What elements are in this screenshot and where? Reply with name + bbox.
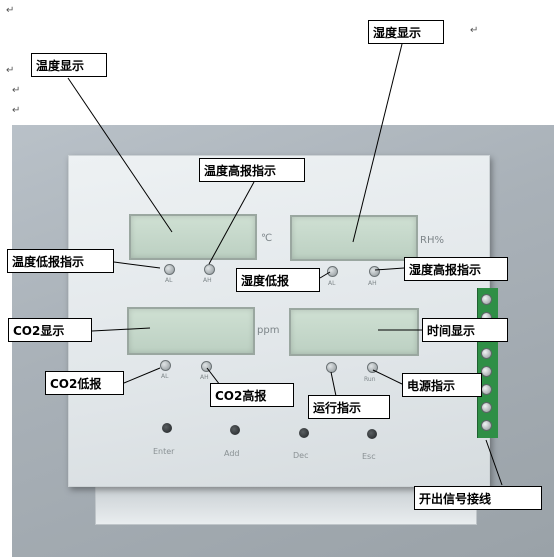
temp-unit: ℃	[261, 233, 273, 244]
led-label: AH	[200, 374, 209, 381]
callout-co2-low-alarm: CO2低报	[45, 371, 124, 395]
esc-button[interactable]	[367, 429, 377, 439]
led-label: AL	[328, 280, 336, 287]
paragraph-mark: ↵	[12, 105, 21, 116]
humidity-lcd	[290, 215, 418, 261]
enter-button-label: Enter	[153, 447, 175, 456]
dec-button[interactable]	[299, 428, 309, 438]
callout-humidity-high-alarm: 湿度高报指示	[404, 257, 508, 281]
terminal-screw	[481, 366, 492, 377]
co2-unit: ppm	[257, 325, 280, 336]
callout-temp-high-alarm: 温度高报指示	[199, 158, 305, 182]
terminal-screw	[481, 294, 492, 305]
paragraph-mark: ↵	[12, 85, 21, 96]
terminal-screw	[481, 420, 492, 431]
terminal-screw	[481, 348, 492, 359]
callout-humidity-low-alarm: 湿度低报	[236, 268, 320, 292]
led-label: AH	[368, 280, 377, 287]
dec-button-label: Dec	[293, 451, 309, 460]
paragraph-mark: ↵	[6, 5, 15, 16]
callout-temp-display: 温度显示	[31, 53, 107, 77]
esc-button-label: Esc	[362, 452, 376, 461]
callout-time-display: 时间显示	[422, 318, 508, 342]
humidity-high-led	[369, 266, 380, 277]
enter-button[interactable]	[162, 423, 172, 433]
callout-co2-high-alarm: CO2高报	[210, 383, 294, 407]
time-lcd	[289, 308, 419, 356]
co2-lcd	[127, 307, 255, 355]
led-label: AH	[203, 277, 212, 284]
callout-power-indicator: 电源指示	[402, 373, 482, 397]
temp-low-led	[164, 264, 175, 275]
device-mount-base	[95, 485, 477, 525]
callout-co2-display: CO2显示	[8, 318, 92, 342]
co2-low-led	[160, 360, 171, 371]
led-label: AL	[161, 373, 169, 380]
co2-high-led	[201, 361, 212, 372]
callout-run-indicator: 运行指示	[308, 395, 390, 419]
power-led	[367, 362, 378, 373]
callout-humidity-display: 湿度显示	[368, 20, 444, 44]
led-label: Run	[364, 376, 376, 383]
add-button[interactable]	[230, 425, 240, 435]
humidity-unit: RH%	[420, 235, 444, 246]
paragraph-mark: ↵	[6, 65, 15, 76]
humidity-low-led	[327, 266, 338, 277]
add-button-label: Add	[224, 449, 240, 458]
callout-switch-output: 开出信号接线	[414, 486, 542, 510]
terminal-screw	[481, 402, 492, 413]
callout-temp-low-alarm: 温度低报指示	[7, 249, 114, 273]
paragraph-mark: ↵	[470, 25, 479, 36]
led-label: AL	[165, 277, 173, 284]
temp-high-led	[204, 264, 215, 275]
temp-lcd	[129, 214, 257, 260]
